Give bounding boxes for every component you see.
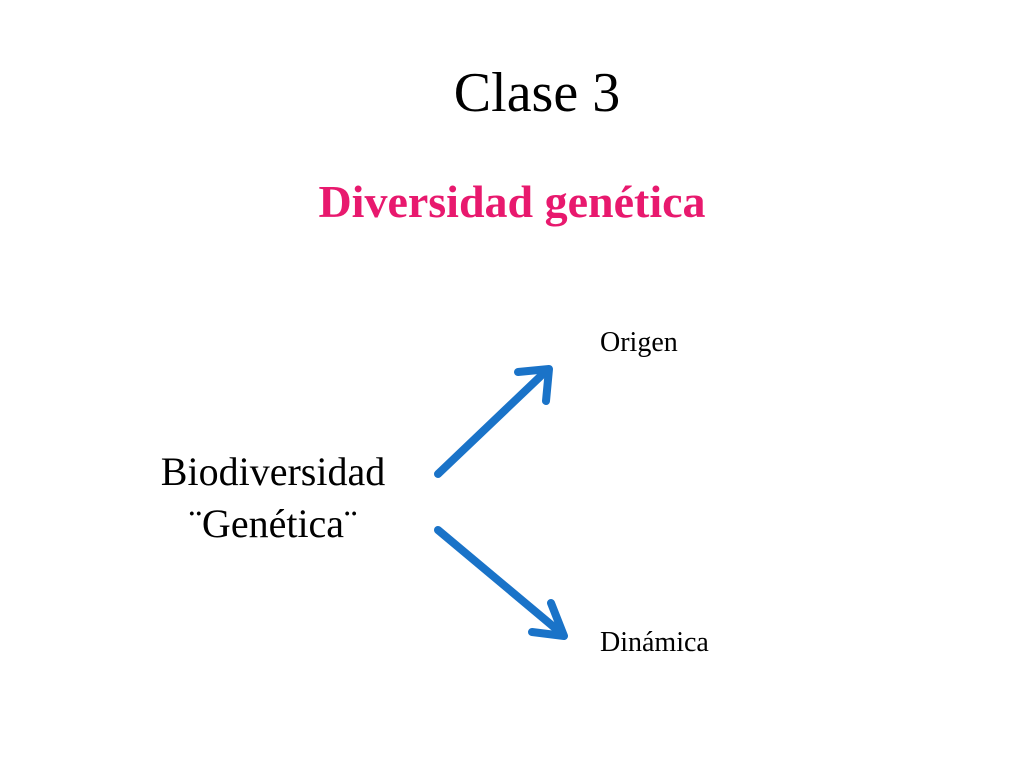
slide-title: Clase 3: [453, 62, 621, 124]
branch-label-origen: Origen: [600, 327, 678, 358]
arrow-down-icon: [434, 526, 568, 640]
center-node-line2: ¨Genética¨: [188, 501, 358, 546]
arrow-up-icon: [434, 365, 553, 478]
center-node-line1: Biodiversidad: [160, 449, 386, 494]
center-node: Biodiversidad ¨Genética¨: [140, 446, 406, 550]
branch-label-dinamica: Dinámica: [600, 627, 709, 658]
slide-subtitle: Diversidad genética: [318, 176, 706, 227]
